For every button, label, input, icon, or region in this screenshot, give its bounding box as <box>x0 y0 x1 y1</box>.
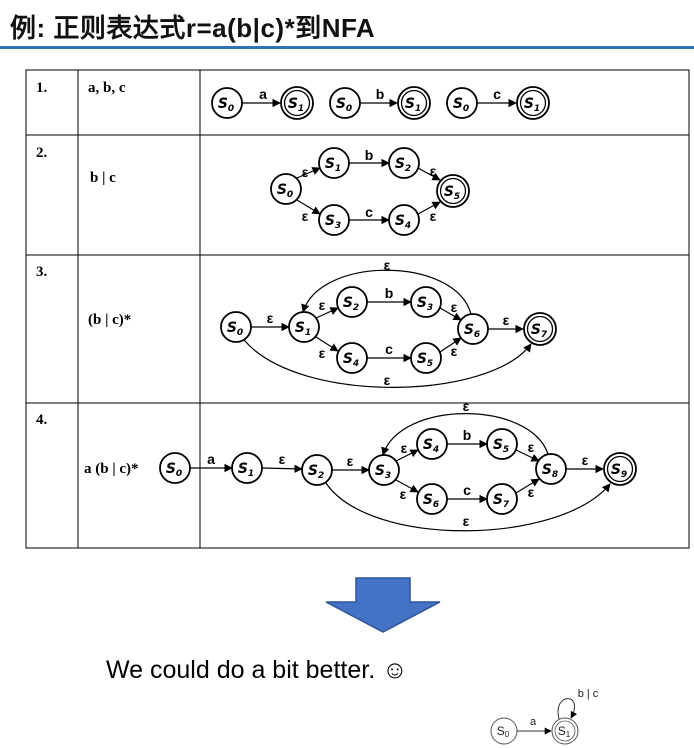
state-s3: S3 <box>318 204 350 236</box>
epsilon-loop-back <box>381 413 549 456</box>
state-s8: S8 <box>535 453 567 485</box>
transition-epsilon <box>515 449 540 462</box>
epsilon-label: ε <box>528 439 535 455</box>
epsilon-label: ε <box>430 163 437 179</box>
transition-epsilon <box>315 307 339 319</box>
epsilon-label: ε <box>401 440 408 456</box>
state-s0: S0 <box>270 173 302 205</box>
transition-label-b: b <box>463 427 472 443</box>
state-s1: S1 <box>318 147 350 179</box>
transition-epsilon <box>439 337 462 353</box>
transition-epsilon <box>296 167 321 179</box>
page-title: 例: 正则表达式r=a(b|c)*到NFA <box>10 13 376 43</box>
epsilon-label: ε <box>400 486 407 502</box>
state-s2: S2 <box>336 286 368 318</box>
transition-label-c: c <box>365 204 373 220</box>
transition-label-a: a <box>530 716 537 728</box>
epsilon-label: ε <box>528 484 535 500</box>
state-s6: S6 <box>416 483 448 515</box>
transition-label-b: b <box>365 147 374 163</box>
epsilon-label: ε <box>451 343 458 359</box>
state-s0: S0 <box>329 87 361 119</box>
state-s1: S1 <box>397 86 431 120</box>
down-arrow-icon <box>325 577 441 633</box>
transition-label-a: a <box>207 451 215 467</box>
transition-epsilon <box>515 478 540 494</box>
epsilon-label: ε <box>302 208 309 224</box>
epsilon-label: ε <box>463 398 470 414</box>
state-s0: S0 <box>159 452 191 484</box>
state-s0: S0 <box>220 311 252 343</box>
state-s5: S5 <box>436 174 470 208</box>
transition-label-c: c <box>493 86 501 102</box>
state-s3: S3 <box>368 454 400 486</box>
epsilon-label: ε <box>430 208 437 224</box>
row-4-label: a (b | c)* <box>84 461 139 477</box>
epsilon-label: ε <box>384 372 391 388</box>
epsilon-label: ε <box>267 310 274 326</box>
state-s9: S9 <box>603 452 637 486</box>
transition-epsilon <box>439 307 462 321</box>
epsilon-label: ε <box>302 164 309 180</box>
epsilon-label: ε <box>347 453 354 469</box>
transition-label-c: c <box>385 341 393 357</box>
state-s4: S4 <box>336 342 368 374</box>
state-s1: S1 <box>516 86 550 120</box>
epsilon-label: ε <box>279 451 286 467</box>
epsilon-skip <box>243 339 532 388</box>
epsilon-skip <box>325 482 611 532</box>
row-2-label: b | c <box>90 170 116 186</box>
state-s4: S4 <box>388 204 420 236</box>
epsilon-label: ε <box>463 513 470 529</box>
transition-label-b-or-c: b | c <box>578 688 599 700</box>
state-s1: S1 <box>231 452 263 484</box>
state-s7: S7 <box>523 312 557 346</box>
state-s3: S3 <box>410 286 442 318</box>
transition-epsilon <box>417 201 441 215</box>
state-s5: S5 <box>410 342 442 374</box>
transition-epsilon <box>395 479 419 493</box>
state-s2: S2 <box>388 147 420 179</box>
transition-epsilon <box>315 336 339 352</box>
row-3-number: 3. <box>36 264 48 280</box>
state-s7: S7 <box>486 483 518 515</box>
state-s6: S6 <box>457 313 489 345</box>
row-1-number: 1. <box>36 80 48 96</box>
epsilon-label: ε <box>384 257 391 273</box>
epsilon-label: ε <box>582 452 589 468</box>
row-1-label: a, b, c <box>88 80 126 96</box>
row-2-number: 2. <box>36 145 48 161</box>
transition-epsilon <box>417 167 441 181</box>
transition-epsilon <box>261 464 303 474</box>
state-s4: S4 <box>416 428 448 460</box>
transition-label-c: c <box>463 482 471 498</box>
state-s1 <box>551 717 579 745</box>
epsilon-label: ε <box>503 312 510 328</box>
state-s1: S1 <box>280 86 314 120</box>
row-4-number: 4. <box>36 412 48 428</box>
transition-epsilon <box>395 449 419 462</box>
self-loop <box>557 698 578 720</box>
state-s2: S2 <box>301 454 333 486</box>
state-s0: S0 <box>211 87 243 119</box>
transition-label-a: a <box>259 86 267 102</box>
transition-label-b: b <box>385 285 394 301</box>
row-3-label: (b | c)* <box>88 312 131 328</box>
state-s1: S1 <box>288 311 320 343</box>
state-s5: S5 <box>486 428 518 460</box>
transition-epsilon <box>296 199 321 215</box>
epsilon-loop-back <box>301 269 472 315</box>
title-underline <box>0 46 694 49</box>
state-s0: S0 <box>446 87 478 119</box>
epsilon-label: ε <box>319 297 326 313</box>
caption-text: We could do a bit better. ☺ <box>106 656 408 684</box>
epsilon-label: ε <box>319 345 326 361</box>
transition-label-b: b <box>376 86 385 102</box>
epsilon-label: ε <box>451 299 458 315</box>
